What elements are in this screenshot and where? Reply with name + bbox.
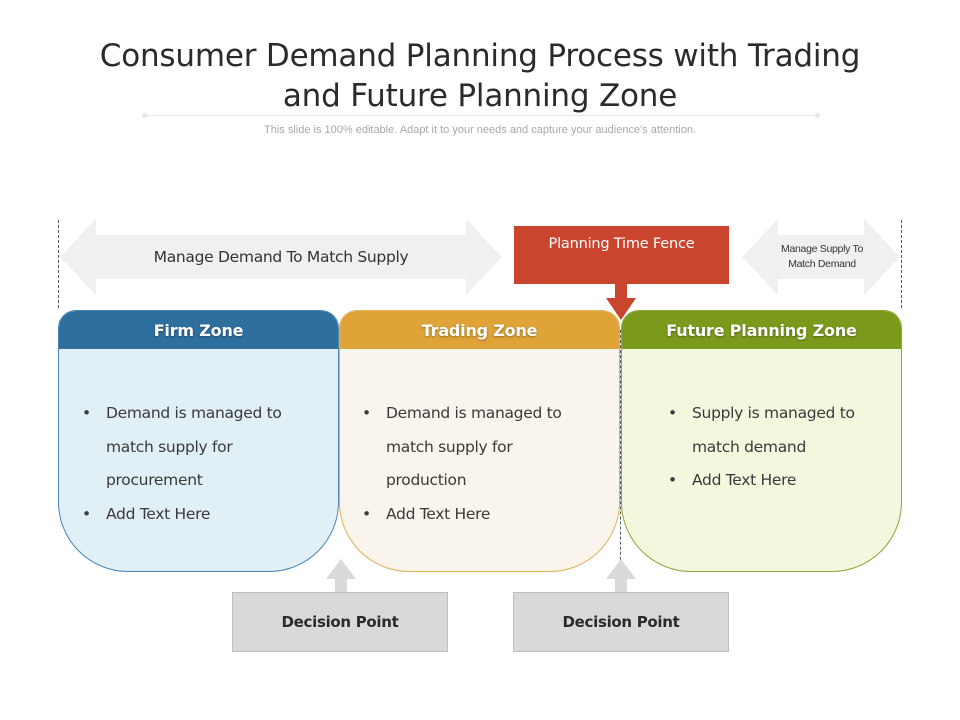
future-planning-zone-card: Future Planning Zone Supply is managed t…: [621, 310, 902, 572]
list-item: match demand: [692, 437, 806, 456]
trading-zone-card: Trading Zone Demand is managed to match …: [339, 310, 620, 572]
firm-zone-card: Firm Zone Demand is managed to match sup…: [58, 310, 339, 572]
trading-zone-header: Trading Zone: [340, 311, 619, 349]
planning-time-fence-label: Planning Time Fence: [548, 236, 695, 252]
right-guide-line: [901, 220, 902, 308]
list-item: Demand is managed to: [82, 397, 338, 431]
list-item: Add Text Here: [668, 464, 901, 498]
decision-point-label-2: Decision Point: [562, 613, 680, 631]
firm-zone-bullets: Demand is managed to match supply for pr…: [59, 349, 338, 531]
manage-demand-double-arrow: [60, 219, 502, 295]
manage-supply-label-line-2: Match Demand: [788, 258, 856, 270]
planning-time-fence-box: Planning Time Fence: [514, 226, 729, 284]
decision-point-up-arrow-2: [606, 559, 636, 593]
list-item: production: [386, 471, 467, 489]
firm-zone-header: Firm Zone: [59, 311, 338, 349]
decision-point-label-1: Decision Point: [281, 613, 399, 631]
list-item: Add Text Here: [82, 498, 338, 532]
manage-supply-label-line-1: Manage Supply To: [781, 243, 863, 255]
decision-point-box-2: Decision Point: [513, 592, 729, 652]
time-fence-guide-line: [620, 330, 621, 590]
future-planning-zone-bullets: Supply is managed to match demand Add Te…: [622, 349, 901, 498]
trading-zone-bullets: Demand is managed to match supply for pr…: [340, 349, 619, 531]
manage-supply-label: Manage Supply To Match Demand: [762, 235, 882, 279]
time-fence-down-arrow: [606, 284, 636, 320]
page-title: Consumer Demand Planning Process with Tr…: [40, 36, 920, 116]
manage-demand-label: Manage Demand To Match Supply: [153, 248, 409, 266]
list-item: Demand is managed to: [362, 397, 619, 431]
list-item: match supply for: [386, 437, 513, 456]
title-line-1: Consumer Demand Planning Process with Tr…: [99, 38, 861, 74]
decision-point-box-1: Decision Point: [232, 592, 448, 652]
future-planning-zone-header: Future Planning Zone: [622, 311, 901, 349]
list-item: Add Text Here: [362, 498, 619, 532]
list-item: match supply for: [106, 437, 233, 456]
list-item: procurement: [106, 471, 203, 489]
left-guide-line: [58, 220, 59, 308]
manage-supply-double-arrow: [742, 219, 900, 295]
page-subtitle: This slide is 100% editable. Adapt it to…: [264, 124, 696, 136]
title-line-2: and Future Planning Zone: [282, 78, 678, 114]
decision-point-up-arrow-1: [326, 559, 356, 593]
title-divider: [142, 113, 820, 118]
list-item: Supply is managed to: [668, 397, 901, 431]
